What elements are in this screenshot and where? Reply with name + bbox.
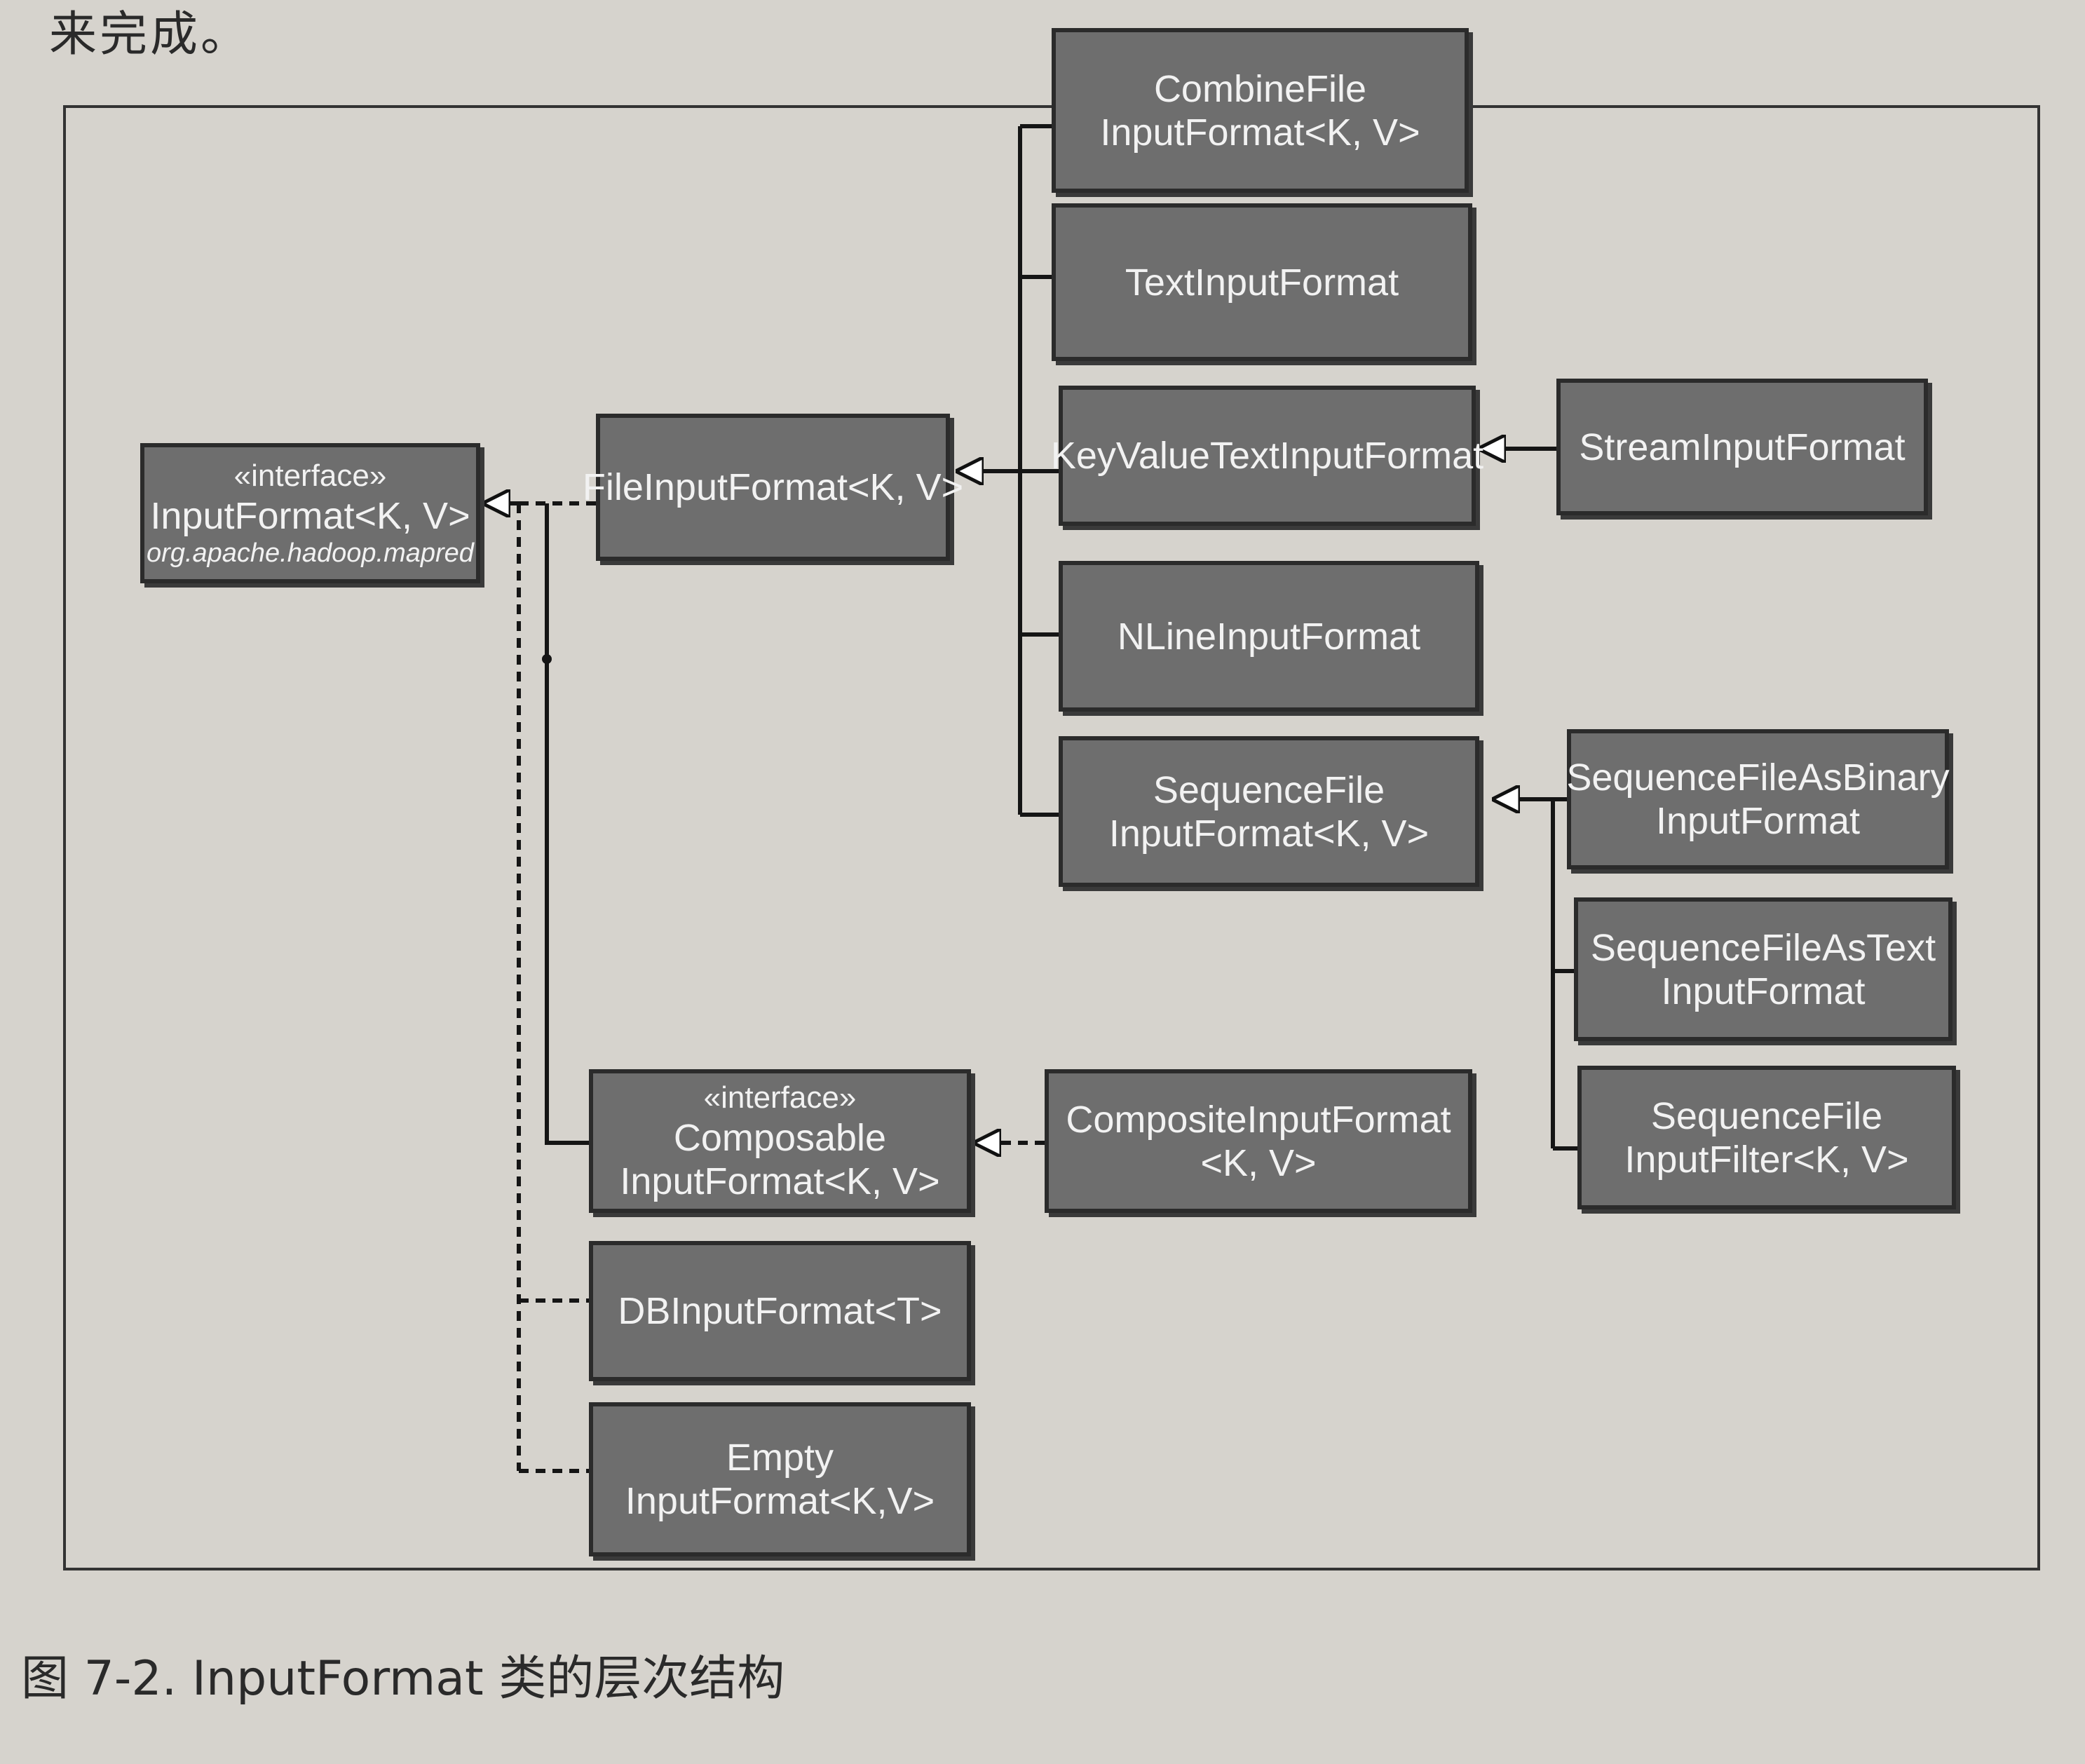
- class-name-line2: InputFormat<K,V>: [625, 1480, 935, 1522]
- package-name: org.apache.hadoop.mapred: [147, 538, 474, 568]
- class-name-line1: Composable: [673, 1116, 887, 1159]
- implements-connectors: [484, 503, 1045, 1473]
- class-name: InputFormat<K, V>: [150, 495, 470, 537]
- class-name-line2: InputFormat: [1661, 970, 1866, 1012]
- db-input-format-box: DBInputFormat<T>: [589, 1241, 971, 1381]
- class-name-line1: SequenceFileAsText: [1590, 926, 1936, 969]
- class-name: TextInputFormat: [1125, 261, 1399, 304]
- class-name-line2: InputFormat<K, V>: [620, 1160, 940, 1202]
- composable-extends-connector: [545, 503, 589, 1145]
- class-name-line2: <K, V>: [1200, 1141, 1317, 1184]
- input-format-interface-box: «interface» InputFormat<K, V> org.apache…: [140, 443, 480, 583]
- class-name-line1: SequenceFile: [1650, 1094, 1883, 1137]
- sequence-file-input-filter-box: SequenceFile InputFilter<K, V>: [1577, 1066, 1956, 1209]
- key-value-text-input-format-box: KeyValueTextInputFormat: [1051, 386, 1483, 526]
- class-name-line1: SequenceFile: [1153, 768, 1385, 811]
- stereotype-label: «interface»: [703, 1080, 857, 1115]
- class-name: NLineInputFormat: [1117, 615, 1421, 658]
- file-input-format-box: FileInputFormat<K, V>: [583, 414, 963, 561]
- file-input-format-extends-bus: [957, 124, 1059, 817]
- sequence-file-extends-bus: [1493, 799, 1577, 1151]
- class-name-line1: CombineFile: [1153, 67, 1367, 110]
- class-name-line1: SequenceFileAsBinary: [1566, 757, 1950, 799]
- junction-dot: [542, 654, 552, 664]
- class-name: DBInputFormat<T>: [618, 1290, 942, 1332]
- nline-input-format-box: NLineInputFormat: [1059, 561, 1479, 712]
- class-name-line2: InputFormat<K, V>: [1108, 812, 1429, 855]
- sequence-file-as-text-input-format-box: SequenceFileAsText InputFormat: [1574, 897, 1952, 1041]
- class-name: KeyValueTextInputFormat: [1050, 435, 1484, 477]
- class-name: StreamInputFormat: [1579, 426, 1906, 468]
- empty-input-format-box: Empty InputFormat<K,V>: [589, 1402, 971, 1556]
- class-name-line1: CompositeInputFormat: [1066, 1098, 1451, 1141]
- class-name-line1: Empty: [726, 1437, 834, 1479]
- class-name-line2: InputFilter<K, V>: [1624, 1138, 1909, 1181]
- text-input-format-box: TextInputFormat: [1052, 203, 1472, 361]
- class-name-line2: InputFormat: [1655, 800, 1861, 842]
- figure-caption: 图 7-2. InputFormat 类的层次结构: [21, 1651, 785, 1707]
- composable-input-format-interface-box: «interface» Composable InputFormat<K, V>: [589, 1069, 971, 1213]
- page-top-text: 来完成。: [49, 7, 252, 62]
- stereotype-label: «interface»: [233, 459, 387, 493]
- composite-input-format-box: CompositeInputFormat <K, V>: [1045, 1069, 1472, 1213]
- stream-input-format-box: StreamInputFormat: [1556, 379, 1928, 515]
- sequence-file-input-format-box: SequenceFile InputFormat<K, V>: [1059, 736, 1479, 887]
- class-name: FileInputFormat<K, V>: [582, 466, 964, 508]
- combine-file-input-format-box: CombineFile InputFormat<K, V>: [1052, 28, 1469, 193]
- class-name-line2: InputFormat<K, V>: [1100, 111, 1420, 154]
- sequence-file-as-binary-input-format-box: SequenceFileAsBinary InputFormat: [1566, 729, 1950, 869]
